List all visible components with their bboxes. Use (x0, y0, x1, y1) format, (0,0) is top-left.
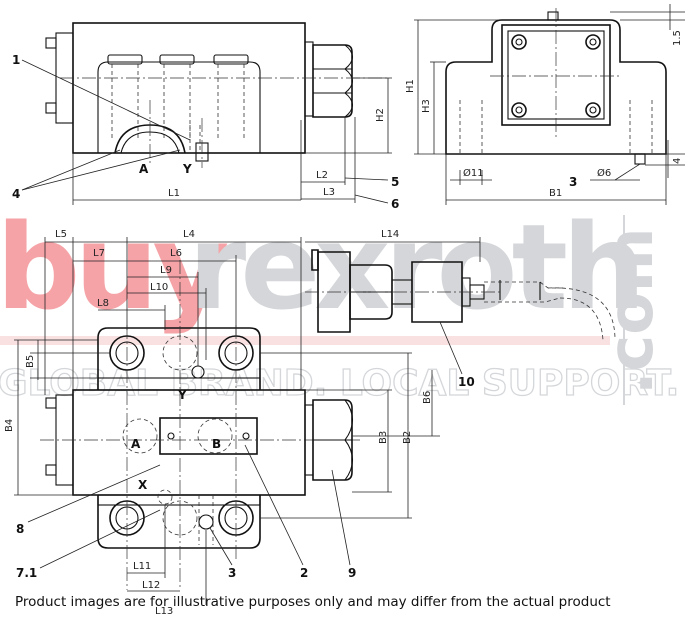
solenoid-connector (305, 249, 616, 341)
dim-1.5: 1.5 (672, 30, 683, 46)
end-view-dimensions: H1 H3 B1 Ø11 Ø6 1.5 4 3 (405, 4, 685, 205)
callout-3-plan: 3 (228, 566, 236, 580)
dim-B2: B2 (402, 431, 413, 444)
dim-L3: L3 (323, 187, 335, 198)
plan-view-dimensions: L5 L4 L7 L6 L9 L10 L8 L14 B4 B5 B3 (4, 229, 481, 617)
dim-D11: Ø11 (463, 167, 484, 179)
watermark-brand-right: rexroth (188, 198, 640, 336)
port-X-plan: X (138, 478, 148, 492)
dim-B4: B4 (4, 419, 15, 432)
plan-view (40, 249, 616, 590)
port-A-plan: A (131, 437, 141, 451)
dim-B6: B6 (422, 391, 433, 404)
hex-plug-side (304, 41, 354, 118)
dim-B5: B5 (25, 355, 36, 368)
callout-2: 2 (300, 566, 308, 580)
end-view-screws (511, 34, 601, 118)
dim-L4: L4 (183, 229, 195, 240)
side-view-dimensions: L1 L2 L3 H2 (72, 77, 392, 205)
side-view-callouts: 1 4 A Y 5 6 (12, 53, 399, 211)
watermark: buy rexroth .com GLOBAL BRAND. LOCAL SUP… (0, 198, 680, 405)
callout-10: 10 (458, 375, 475, 389)
plan-view-callouts: Y A B X 8 7.1 3 2 9 10 (16, 321, 475, 580)
watermark-domain: .com (594, 227, 667, 395)
dim-L6: L6 (170, 248, 182, 259)
dim-H3: H3 (421, 99, 432, 113)
dim-L12: L12 (142, 580, 160, 591)
port-Y-side: Y (182, 162, 192, 176)
dim-L7: L7 (93, 248, 105, 259)
port-Y-plan: Y (177, 388, 187, 402)
callout-8: 8 (16, 522, 24, 536)
dim-L8: L8 (97, 298, 109, 309)
dim-B1: B1 (549, 188, 562, 199)
callout-9: 9 (348, 566, 356, 580)
dim-L2: L2 (316, 170, 328, 181)
dim-D6: Ø6 (597, 167, 611, 179)
watermark-tagline: GLOBAL BRAND. LOCAL SUPPORT. (0, 363, 679, 404)
callout-1: 1 (12, 53, 20, 67)
side-view (45, 22, 390, 200)
dim-L13: L13 (155, 606, 173, 617)
port-B-plan: B (212, 437, 221, 451)
dim-L5: L5 (55, 229, 67, 240)
port-A-side: A (139, 162, 149, 176)
end-view (445, 8, 667, 165)
dim-B3: B3 (378, 431, 389, 444)
watermark-brand-left: buy (0, 198, 227, 336)
callout-5: 5 (391, 175, 399, 189)
dim-L1: L1 (168, 188, 180, 199)
screw-heads (107, 54, 249, 140)
dim-L11: L11 (133, 561, 151, 572)
dim-L14: L14 (381, 229, 399, 240)
dim-4: 4 (672, 158, 683, 164)
dim-H2: H2 (375, 108, 386, 122)
dim-L9: L9 (160, 265, 172, 276)
callout-7.1: 7.1 (16, 566, 37, 580)
hex-plug-plan (304, 399, 354, 481)
callout-4: 4 (12, 187, 20, 201)
callout-3-end: 3 (569, 175, 577, 189)
callout-6: 6 (391, 197, 399, 211)
dim-H1: H1 (405, 79, 416, 93)
disclaimer-text: Product images are for illustrative purp… (15, 594, 611, 610)
dim-L10: L10 (150, 282, 168, 293)
